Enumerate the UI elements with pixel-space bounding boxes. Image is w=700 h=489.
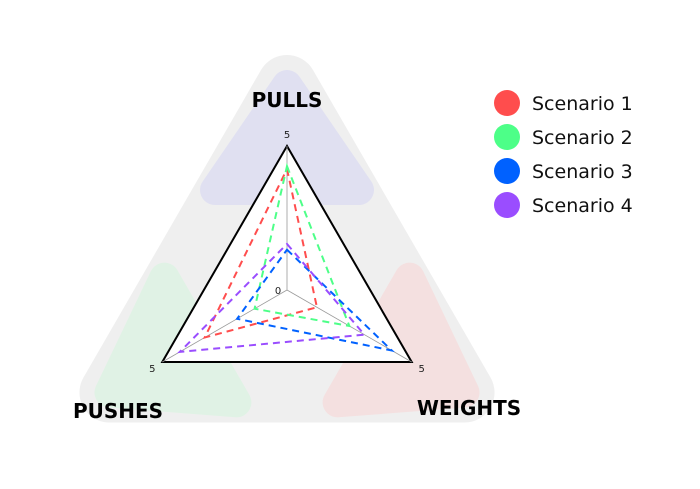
tick-label-max-pulls: 5 [284, 130, 290, 141]
series-layer [177, 162, 395, 354]
legend-swatch-scenario-4 [494, 192, 520, 218]
axis-label-pushes: PUSHES [73, 399, 163, 423]
axis-line-pushes [162, 289, 288, 363]
legend-label-scenario-1: Scenario 1 [532, 93, 633, 115]
legend-label-scenario-3: Scenario 3 [532, 161, 633, 183]
legend-swatch-scenario-1 [494, 90, 520, 116]
series-scenario-2-polygon [253, 162, 351, 328]
axis-label-weights: WEIGHTS [417, 396, 521, 420]
legend-swatch-scenario-2 [494, 124, 520, 150]
label-layer: 0 5 5 5 PULLS WEIGHTS PUSHES [73, 88, 521, 423]
series-scenario-3-polygon [235, 248, 395, 353]
tick-label-max-weights: 5 [419, 364, 425, 375]
legend: Scenario 1 Scenario 2 Scenario 3 Scenario 4 [494, 90, 633, 218]
tick-label-min: 0 [275, 286, 281, 297]
legend-label-scenario-4: Scenario 4 [532, 195, 633, 217]
grid-layer [160, 144, 414, 363]
series-scenario-1-polygon [202, 166, 319, 340]
legend-label-scenario-2: Scenario 2 [532, 127, 633, 149]
axis-label-pulls: PULLS [252, 88, 323, 112]
tick-label-max-pushes: 5 [149, 364, 155, 375]
legend-swatch-scenario-3 [494, 158, 520, 184]
